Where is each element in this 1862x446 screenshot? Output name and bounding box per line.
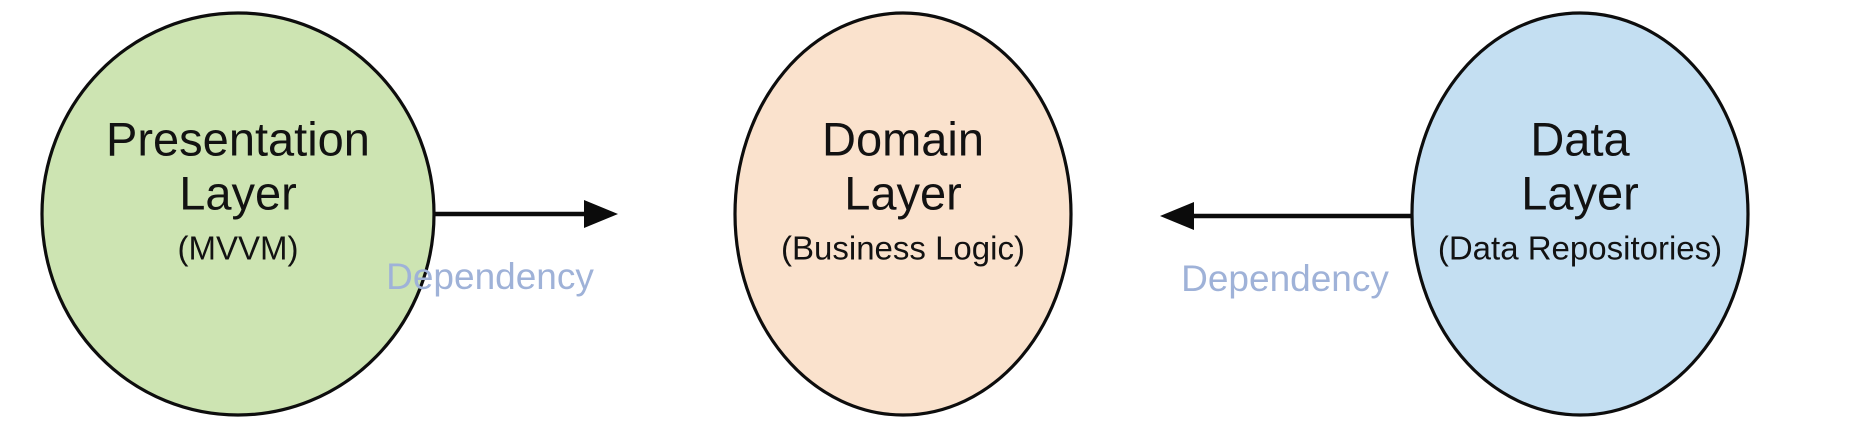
domain-layer-title-line2: Layer <box>844 166 962 219</box>
data-layer-title-line1: Data <box>1530 112 1630 165</box>
node-presentation-layer[interactable]: Presentation Layer (MVVM) <box>40 11 436 417</box>
node-domain-layer[interactable]: Domain Layer (Business Logic) <box>733 11 1073 417</box>
edge-data-to-domain <box>1160 202 1412 230</box>
arrow-head-right-icon <box>584 200 618 228</box>
node-data-layer[interactable]: Data Layer (Data Repositories) <box>1410 11 1750 417</box>
domain-layer-circle[interactable] <box>733 11 1073 417</box>
data-layer-circle[interactable] <box>1410 11 1750 417</box>
arrow-head-left-icon <box>1160 202 1194 230</box>
presentation-layer-title-line1: Presentation <box>106 112 370 165</box>
presentation-layer-circle[interactable] <box>40 11 436 417</box>
domain-layer-title-line1: Domain <box>822 112 984 165</box>
data-layer-subtitle: (Data Repositories) <box>1438 230 1722 267</box>
edge-label-dependency-left: Dependency <box>386 256 594 297</box>
edge-label-dependency-right: Dependency <box>1181 258 1389 299</box>
presentation-layer-subtitle: (MVVM) <box>178 230 299 267</box>
domain-layer-subtitle: (Business Logic) <box>781 230 1025 267</box>
presentation-layer-title-line2: Layer <box>179 166 297 219</box>
data-layer-title-line2: Layer <box>1521 166 1639 219</box>
